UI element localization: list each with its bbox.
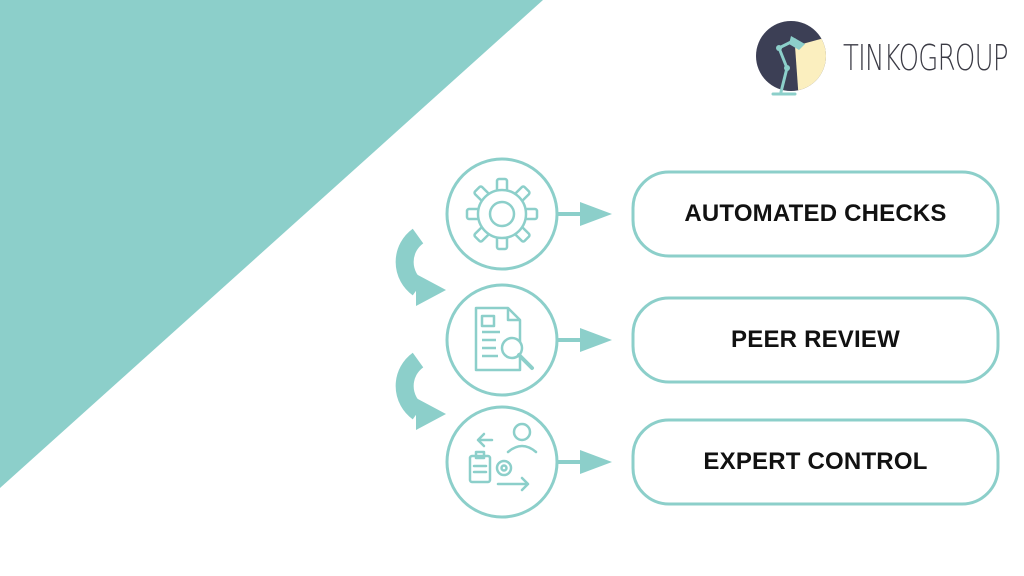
step-2-box bbox=[631, 296, 1000, 384]
curved-arrow-icon bbox=[395, 352, 446, 430]
step-2-circle bbox=[445, 283, 559, 397]
step-3-label: EXPERT CONTROL bbox=[703, 448, 928, 475]
gear-icon bbox=[465, 177, 539, 251]
curved-arrow-icon bbox=[395, 228, 446, 306]
step-3-box bbox=[631, 418, 1000, 506]
step-1-label: AUTOMATED CHECKS bbox=[684, 200, 947, 227]
arrow-right-icon bbox=[557, 450, 612, 474]
document-search-icon bbox=[474, 306, 534, 372]
step-1-box bbox=[631, 170, 1000, 258]
arrow-right-icon bbox=[557, 328, 612, 352]
expert-workflow-icon bbox=[468, 422, 538, 492]
tinkogroup-logo: TINKOGROUP bbox=[755, 18, 1015, 102]
step-2-label: PEER REVIEW bbox=[731, 326, 900, 353]
brand-name: TINKOGROUP bbox=[843, 38, 1008, 79]
arrow-right-icon bbox=[557, 202, 612, 226]
lamp-logo-icon bbox=[756, 21, 826, 96]
